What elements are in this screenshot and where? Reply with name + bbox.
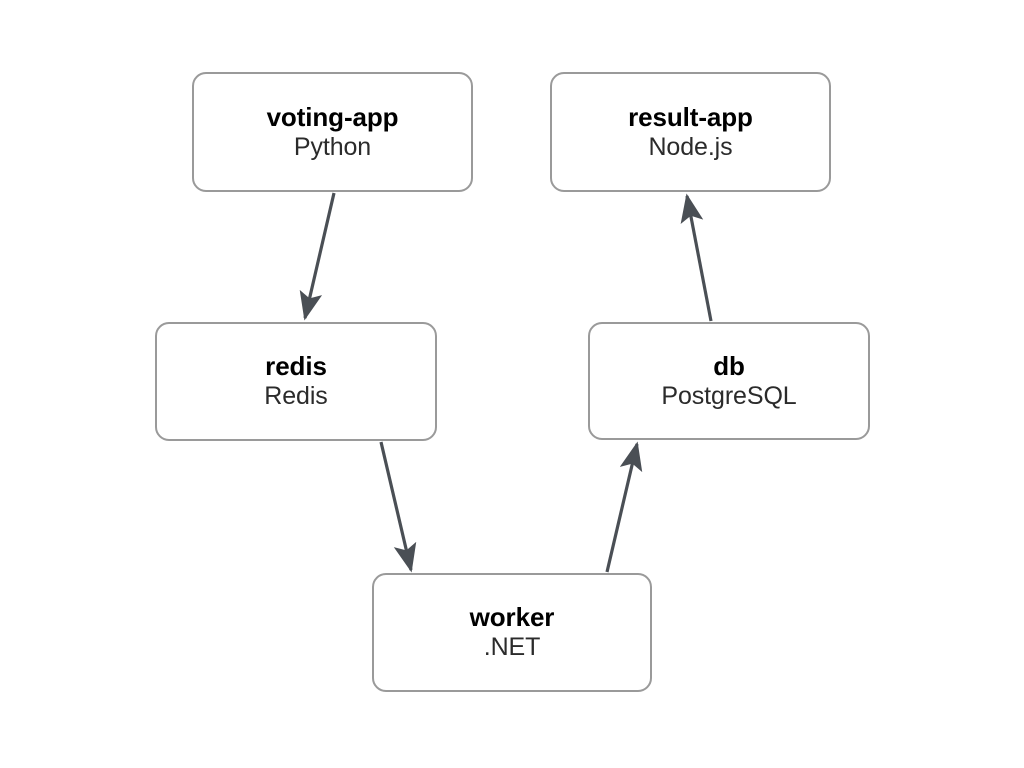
- edge-db-to-result-app: [680, 193, 713, 322]
- node-voting-app-title: voting-app: [266, 101, 399, 132]
- node-result-app-title: result-app: [628, 101, 753, 132]
- node-worker-subtitle: .NET: [483, 633, 541, 662]
- node-db-subtitle: PostgreSQL: [661, 381, 797, 410]
- node-result-app-subtitle: Node.js: [648, 132, 733, 161]
- edge-worker-to-db: [605, 441, 643, 573]
- node-redis-title: redis: [265, 351, 327, 382]
- node-worker[interactable]: worker .NET: [372, 573, 652, 692]
- node-voting-app[interactable]: voting-app Python: [192, 72, 473, 192]
- node-result-app[interactable]: result-app Node.js: [550, 72, 831, 192]
- edge-voting-app-to-redis: [299, 192, 336, 321]
- node-redis-subtitle: Redis: [264, 382, 328, 411]
- node-worker-title: worker: [469, 602, 555, 633]
- node-voting-app-subtitle: Python: [293, 132, 372, 161]
- edge-redis-to-worker: [379, 441, 417, 573]
- node-db-title: db: [713, 350, 745, 381]
- node-redis[interactable]: redis Redis: [155, 322, 437, 441]
- node-db[interactable]: db PostgreSQL: [588, 322, 870, 440]
